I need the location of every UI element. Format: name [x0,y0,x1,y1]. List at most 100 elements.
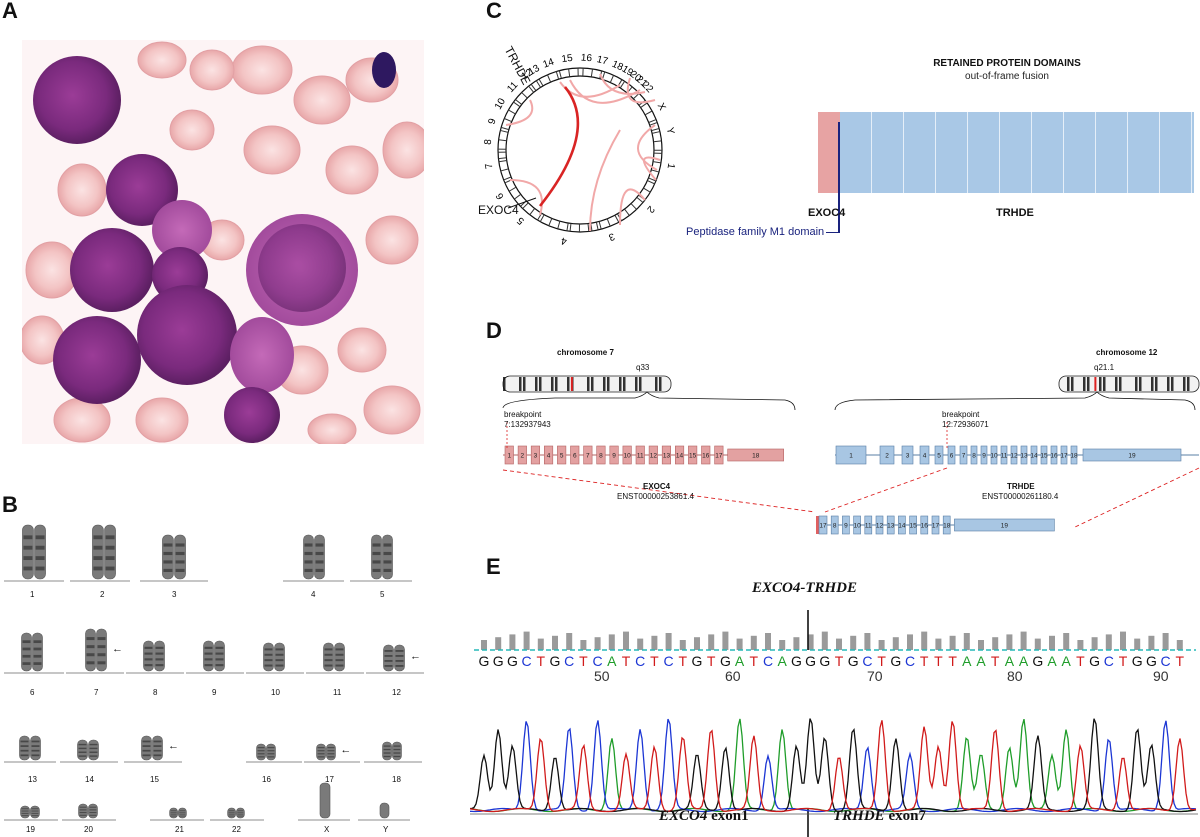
karyotype-labels: 1 2 3 4 5 6 7 8 9 10 11 12 13 14 15 16 1… [0,515,470,837]
chromosome-8 [143,640,165,672]
chromosome-2 [92,524,116,580]
exoc4-exon [648,445,658,465]
fusion-exon [920,515,929,535]
base-call: C [1104,653,1114,669]
chr-label-20: 20 [84,825,93,834]
chromosome-10 [263,642,285,672]
trhde-exon-number: 9 [982,453,986,460]
base-call: C [522,653,532,669]
chr7-band: q33 [636,363,650,372]
trhde-exon [901,445,914,465]
base-call: A [778,653,788,669]
fusion-exon [864,515,873,535]
base-call: T [650,653,659,669]
trhde-transcript: ENST00000261180.4 [982,492,1059,501]
base-call: G [550,653,561,669]
circos-link [643,156,661,181]
circos-chromosome-label: 15 [561,53,574,66]
circos-exoc4-pointer [507,197,537,209]
chromosome-16 [256,743,276,761]
exoc4-exon [517,445,527,465]
chr12-title: chromosome 12 [1096,348,1158,357]
base-call: A [1019,653,1029,669]
exoc4-exon [530,445,541,465]
circos-chromosome-label: 16 [580,52,592,64]
domain-marker-tick [826,232,840,233]
domain-subtitle: out-of-frame fusion [965,71,1049,82]
breakpoint1-label: breakpoint [504,410,542,419]
trhde-exon-number: 15 [1040,453,1048,460]
trhde-exon [879,445,895,465]
chromosome-1 [22,524,46,580]
circos-chromosome-label: 17 [595,54,609,67]
trhde-exon [970,445,978,465]
chromosome-13 [19,735,41,761]
exoc4-exon-number: 16 [702,453,710,460]
chr-label-13: 13 [28,775,37,784]
circos-link [626,77,656,104]
base-call: G [507,653,518,669]
circos-chromosome-label: 5 [515,214,527,226]
exoc4-exon-number: 11 [637,453,644,460]
chr-label-14: 14 [85,775,94,784]
blood-smear-image [22,40,424,444]
exoc4-exon-number: 12 [650,453,658,460]
fusion-exon-number: 17 [932,523,940,530]
trhde-exon [990,445,998,465]
gene-label-exoc4: EXOC4 [808,207,846,219]
base-call: T [622,653,631,669]
chr7-zoom-bracket [502,391,796,411]
exoc4-exon-number: 1 [507,453,511,460]
exoc4-exon-number: 3 [534,453,538,460]
base-call: G [1032,653,1043,669]
chr-label-12: 12 [392,688,401,697]
exoc4-transcript: ENST00000253861.4 [617,492,694,501]
circos-chromosome-label: 9 [487,117,499,126]
circos-fusion-link [538,86,580,207]
fusion-exon [842,515,850,535]
exoc4-exon-number: 8 [599,453,603,460]
exoc4-exon [557,445,567,465]
exoc4-exon [570,445,580,465]
panel-letter-a: A [2,0,18,23]
exon-right-label: TRHDE exon7 [833,808,926,824]
base-call: T [934,653,943,669]
base-call: G [819,653,830,669]
fusion-exon-number: 15 [909,523,917,530]
trhde-exon [959,445,968,465]
base-call: A [1047,653,1057,669]
trhde-exon [835,445,867,465]
trhde-exon [934,445,944,465]
trhde-exon-number: 11 [1001,453,1008,460]
exoc4-exon-number: 9 [612,453,616,460]
svg-text:←: ← [168,740,179,752]
exoc4-exon [661,445,671,465]
exoc4-exon-number: 15 [689,453,697,460]
trhde-exon-number: 8 [972,453,976,460]
trace-t [470,720,1197,813]
trhde-exon [1010,445,1018,465]
trhde-exon-number: 12 [1010,453,1018,460]
chromosome-22 [227,807,245,819]
gene-label-trhde: TRHDE [996,207,1034,219]
circos-chromosome-label: 2 [644,203,656,215]
exoc4-exon [675,445,685,465]
trace-g [470,718,1197,813]
chr-label-21: 21 [175,825,184,834]
base-call: G [692,653,703,669]
trhde-exon [1082,448,1182,462]
base-call: G [493,653,504,669]
circos-chromosome-label: 18 [610,59,625,74]
chr12-zoom-bracket [834,391,1196,411]
chromosome-20 [78,803,98,819]
exoc4-exon [635,445,645,465]
panel-letter-b: B [2,492,18,517]
chr-label-4: 4 [311,590,316,599]
base-call: C [564,653,574,669]
circos-chromosome-label: 8 [483,138,494,145]
fusion-connector-left [502,469,816,513]
panel-letter-e: E [486,554,501,579]
base-call: T [835,653,844,669]
